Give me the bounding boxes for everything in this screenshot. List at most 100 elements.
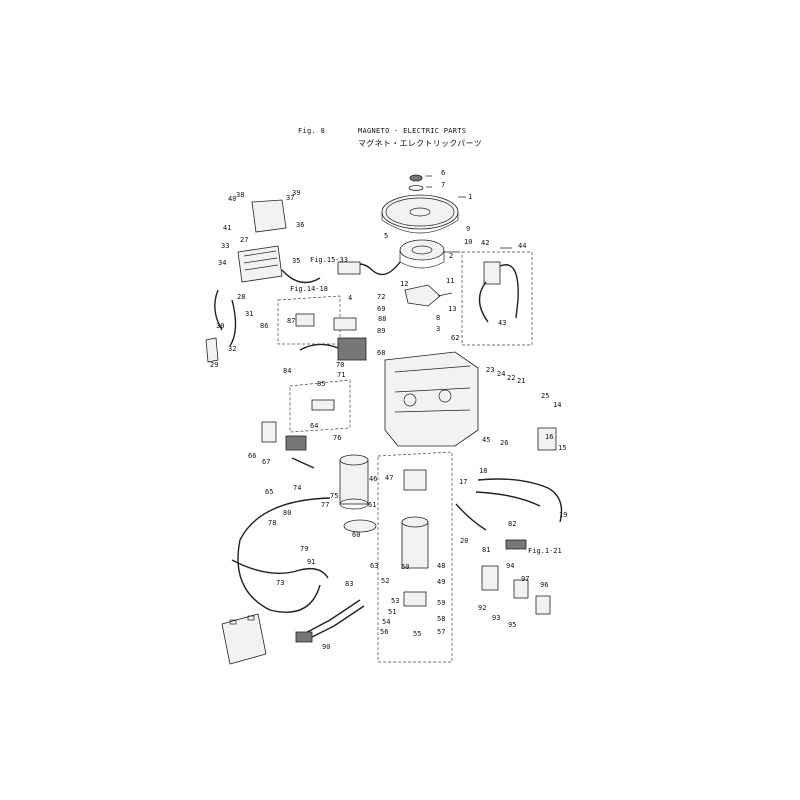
callout-67: 67: [262, 458, 270, 466]
starter-parts-box: [377, 451, 453, 663]
callout-7: 7: [441, 181, 445, 189]
callout-71: 71: [337, 371, 345, 379]
callout-84: 84: [283, 367, 291, 375]
callout-85: 85: [317, 380, 325, 388]
callout-39: 39: [292, 189, 300, 197]
plate-97: [513, 579, 529, 599]
title-japanese: マグネト・エレクトリックパーツ: [358, 139, 482, 148]
callout-64: 64: [310, 422, 318, 430]
callout-19: 19: [559, 511, 567, 519]
callout-96: 96: [540, 581, 548, 589]
callout-60: 60: [352, 531, 360, 539]
callout-57: 57: [437, 628, 445, 636]
title-english: MAGNETO - ELECTRIC PARTS: [358, 127, 467, 135]
callout-79: 79: [300, 545, 308, 553]
callout-21: 21: [517, 377, 525, 385]
callout-94: 94: [506, 562, 514, 570]
callout-8: 8: [436, 314, 440, 322]
callout-90: 90: [322, 643, 330, 651]
callout-93: 93: [492, 614, 500, 622]
callout-69: 69: [377, 305, 385, 313]
callout-61: 61: [368, 501, 376, 509]
callout-5: 5: [384, 232, 388, 240]
pinion-47: [403, 469, 427, 491]
lead-31: [229, 299, 237, 347]
callout-2: 2: [449, 252, 453, 260]
callout-33: 33: [221, 242, 229, 250]
figure-number: Fig. 8: [298, 127, 326, 135]
callout-12: 12: [400, 280, 408, 288]
lead-35: [281, 269, 321, 284]
callout-43: 43: [498, 319, 506, 327]
callout-50: 50: [401, 563, 409, 571]
callout-42: 42: [481, 239, 489, 247]
callout-53: 53: [391, 597, 399, 605]
callout-28: 28: [237, 293, 245, 301]
bracket-36: [251, 199, 287, 233]
callout-18: 18: [479, 467, 487, 475]
callout-72: 72: [377, 293, 385, 301]
callout-1: 1: [468, 193, 472, 201]
callout-92: 92: [478, 604, 486, 612]
ref-fig-14-18: Fig.14-18: [290, 285, 328, 293]
connector-89: [333, 317, 357, 331]
callout-9: 9: [466, 225, 470, 233]
callout-13: 13: [448, 305, 456, 313]
callout-56: 56: [380, 628, 388, 636]
callout-23: 23: [486, 366, 494, 374]
callout-66: 66: [248, 452, 256, 460]
harness-90: [299, 599, 361, 637]
flywheel-washer: [408, 185, 424, 191]
pulser-coil: [404, 284, 441, 307]
callout-80: 80: [283, 509, 291, 517]
callout-15: 15: [558, 444, 566, 452]
callout-78: 78: [268, 519, 276, 527]
callout-81: 81: [482, 546, 490, 554]
callout-6: 6: [441, 169, 445, 177]
callout-22: 22: [507, 374, 515, 382]
callout-70: 70: [336, 361, 344, 369]
connector-block: [337, 261, 361, 275]
callout-17: 17: [459, 478, 467, 486]
callout-36: 36: [296, 221, 304, 229]
parts-illustration: [205, 174, 563, 665]
callout-73: 73: [276, 579, 284, 587]
cdi-unit-14: [537, 427, 557, 451]
callout-44: 44: [518, 242, 526, 250]
fuse-holder-74: [291, 457, 315, 469]
callout-14: 14: [553, 401, 561, 409]
battery-cable-73: [237, 497, 331, 613]
harness-17: [477, 478, 563, 523]
callout-86: 86: [260, 322, 268, 330]
armature: [401, 521, 429, 569]
lead-30: [214, 289, 223, 331]
ignition-coil-group-box: [461, 251, 533, 346]
callout-40: 40: [228, 195, 236, 203]
callout-62: 62: [451, 334, 459, 342]
callout-68: 68: [377, 349, 385, 357]
callout-88: 88: [378, 315, 386, 323]
brush-holder: [403, 591, 427, 607]
callout-89: 89: [377, 327, 385, 335]
harness-plug: [295, 631, 313, 643]
battery-cable-73b: [231, 559, 329, 579]
callout-97: 97: [521, 575, 529, 583]
starter-motor-46: [339, 454, 369, 510]
connector-85: [311, 399, 335, 411]
callout-49: 49: [437, 578, 445, 586]
ref-fig-15-33: Fig.15-33: [310, 256, 348, 264]
callout-29: 29: [210, 361, 218, 369]
callout-51: 51: [388, 608, 396, 616]
callout-38: 38: [236, 191, 244, 199]
callout-95: 95: [508, 621, 516, 629]
terminal-29: [205, 337, 219, 363]
callout-11: 11: [446, 277, 454, 285]
callout-87: 87: [287, 317, 295, 325]
callout-32: 32: [228, 345, 236, 353]
battery: [221, 613, 267, 665]
callout-83: 83: [345, 580, 353, 588]
